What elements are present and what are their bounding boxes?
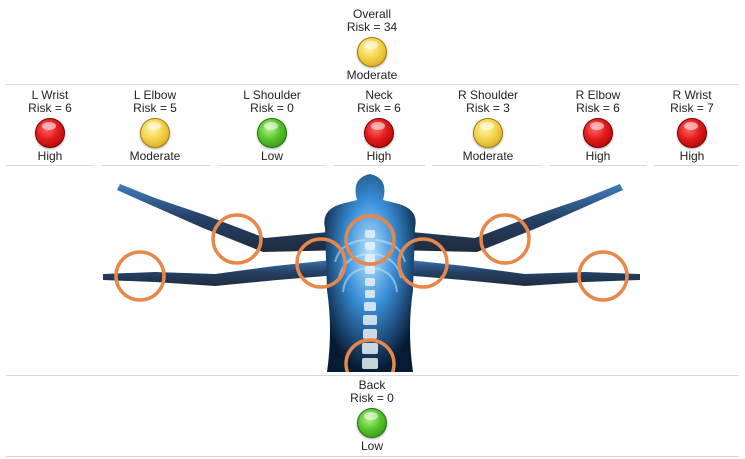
joint-level: Moderate <box>129 149 181 163</box>
divider-joint <box>6 165 94 166</box>
joint-rings <box>114 213 629 372</box>
overall-risk: Overall Risk = 34 Moderate <box>322 8 422 82</box>
joint-risk: Risk = 3 <box>466 101 510 115</box>
divider-joint <box>333 165 425 166</box>
joint-level: Moderate <box>462 149 514 163</box>
joint-name: R Shoulder <box>457 88 519 102</box>
back-title: Back <box>358 378 386 392</box>
joint-level: Low <box>260 149 283 163</box>
ring-l-wrist <box>114 250 166 302</box>
back-risk-value: Risk = 0 <box>350 391 394 405</box>
l-elbow-status-icon <box>140 118 170 148</box>
joint-l-shoulder: L Shoulder Risk = 0 Low <box>224 89 320 163</box>
joint-name: Neck <box>365 88 393 102</box>
joint-level: High <box>679 149 705 163</box>
joint-level: High <box>366 149 392 163</box>
back-level: Low <box>360 439 383 453</box>
joint-name: L Wrist <box>31 88 69 102</box>
l-wrist-status-icon <box>35 118 65 148</box>
divider-top <box>6 84 739 85</box>
divider-joint <box>218 165 326 166</box>
joint-risk: Risk = 6 <box>28 101 72 115</box>
overall-title: Overall <box>352 7 391 21</box>
joint-r-elbow: R Elbow Risk = 6 High <box>550 89 646 163</box>
joint-level: High <box>585 149 611 163</box>
overall-status-icon <box>357 37 387 67</box>
joint-risk: Risk = 5 <box>133 101 177 115</box>
joint-l-wrist: L Wrist Risk = 6 High <box>2 89 98 163</box>
joint-name: L Shoulder <box>243 88 301 102</box>
joint-name: L Elbow <box>133 88 177 102</box>
back-risk: Back Risk = 0 Low <box>322 379 422 453</box>
divider-joint <box>549 165 647 166</box>
joint-level: High <box>37 149 63 163</box>
l-shoulder-status-icon <box>257 118 287 148</box>
left-upper-arm <box>117 184 350 252</box>
divider-joint <box>654 165 739 166</box>
joint-risk: Risk = 0 <box>250 101 294 115</box>
divider-joint <box>101 165 211 166</box>
ring-r-elbow <box>479 213 531 265</box>
divider-back <box>6 375 739 376</box>
r-elbow-status-icon <box>583 118 613 148</box>
ring-neck <box>344 214 396 266</box>
r-shoulder-status-icon <box>473 118 503 148</box>
ring-r-wrist <box>577 250 629 302</box>
ring-back <box>344 338 396 372</box>
back-status-icon <box>357 408 387 438</box>
spine <box>362 230 378 369</box>
joint-risk: Risk = 6 <box>576 101 620 115</box>
overall-risk-value: Risk = 34 <box>346 20 398 34</box>
joint-risk: Risk = 7 <box>670 101 714 115</box>
joint-l-elbow: L Elbow Risk = 5 Moderate <box>107 89 203 163</box>
xray-body-figure <box>103 174 640 372</box>
ring-l-elbow <box>211 213 263 265</box>
neck-status-icon <box>364 118 394 148</box>
ring-l-shoulder <box>295 237 347 289</box>
joint-r-wrist: R Wrist Risk = 7 High <box>644 89 740 163</box>
joint-name: R Wrist <box>672 88 712 102</box>
r-wrist-status-icon <box>677 118 707 148</box>
divider-bottom <box>6 456 739 457</box>
joint-r-shoulder: R Shoulder Risk = 3 Moderate <box>440 89 536 163</box>
ring-r-shoulder <box>397 237 449 289</box>
right-upper-arm <box>390 184 623 252</box>
overall-level: Moderate <box>346 68 398 82</box>
joint-name: R Elbow <box>575 88 621 102</box>
joint-neck: Neck Risk = 6 High <box>331 89 427 163</box>
divider-joint <box>432 165 542 166</box>
joint-risk: Risk = 6 <box>357 101 401 115</box>
